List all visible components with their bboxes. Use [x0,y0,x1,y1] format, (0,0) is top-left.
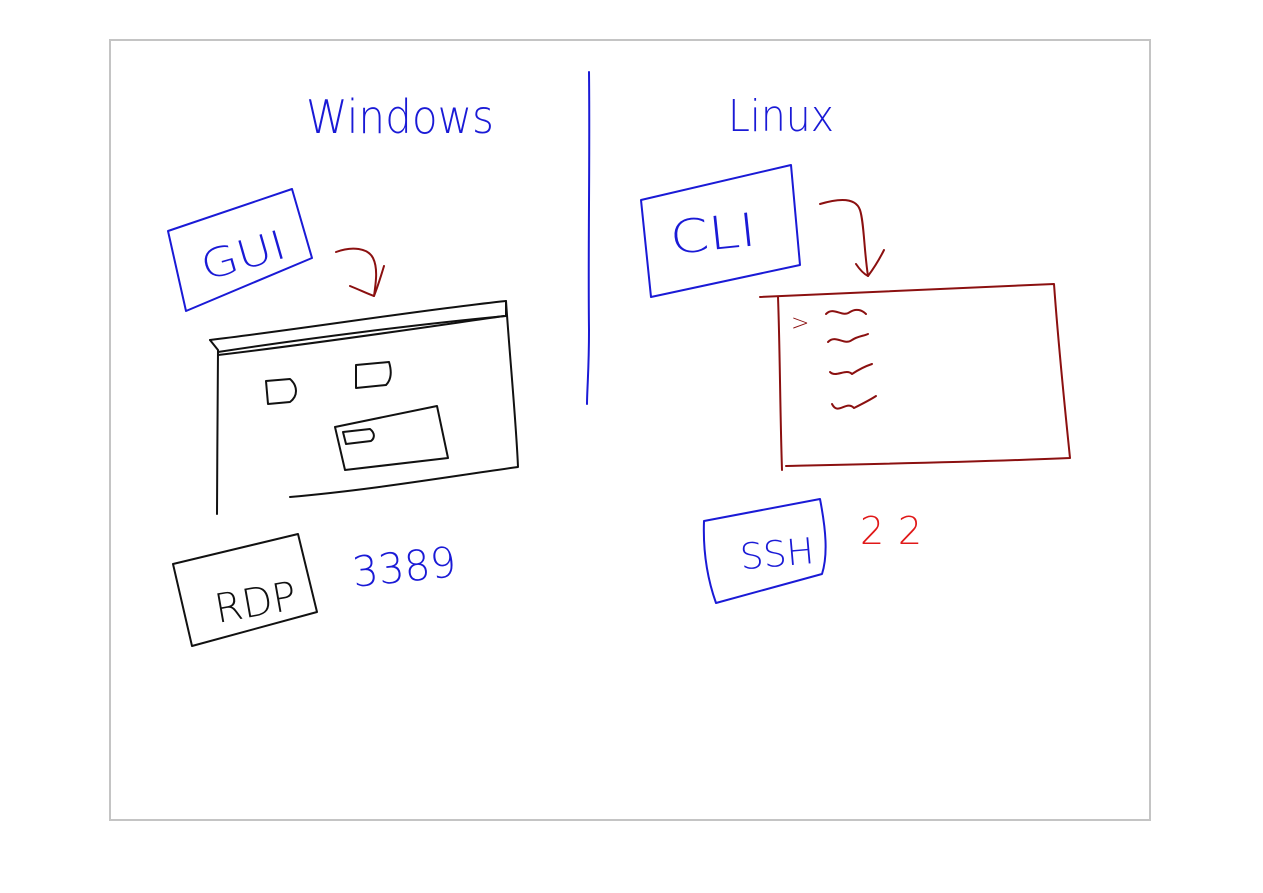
terminal-line-2 [827,333,869,343]
window-icon-left [265,378,297,405]
gui-box [167,188,313,312]
cli-label: CLI [667,202,758,265]
rdp-port: 3389 [350,537,459,597]
ssh-box [702,498,827,604]
window-dialog [334,405,449,471]
terminal-prompt: > [791,311,809,336]
rdp-box [172,533,318,647]
dialog-button [342,428,375,445]
ssh-port: 22 [860,509,922,553]
windows-heading: Windows [306,90,494,144]
column-divider [586,71,591,405]
terminal-sketch [759,283,1071,471]
terminal-line-1 [825,308,867,315]
window-icon-right [355,361,392,389]
cli-arrow [819,199,885,277]
gui-arrow [335,247,385,297]
terminal-line-3 [829,363,873,375]
cli-box [640,164,801,298]
gui-label: GUI [196,222,291,290]
linux-heading: Linux [728,91,834,142]
gui-window-sketch [209,300,519,515]
whiteboard-canvas [109,39,1151,821]
rdp-label: RDP [211,573,300,633]
ssh-label: SSH [738,531,815,578]
terminal-line-4 [831,395,877,410]
